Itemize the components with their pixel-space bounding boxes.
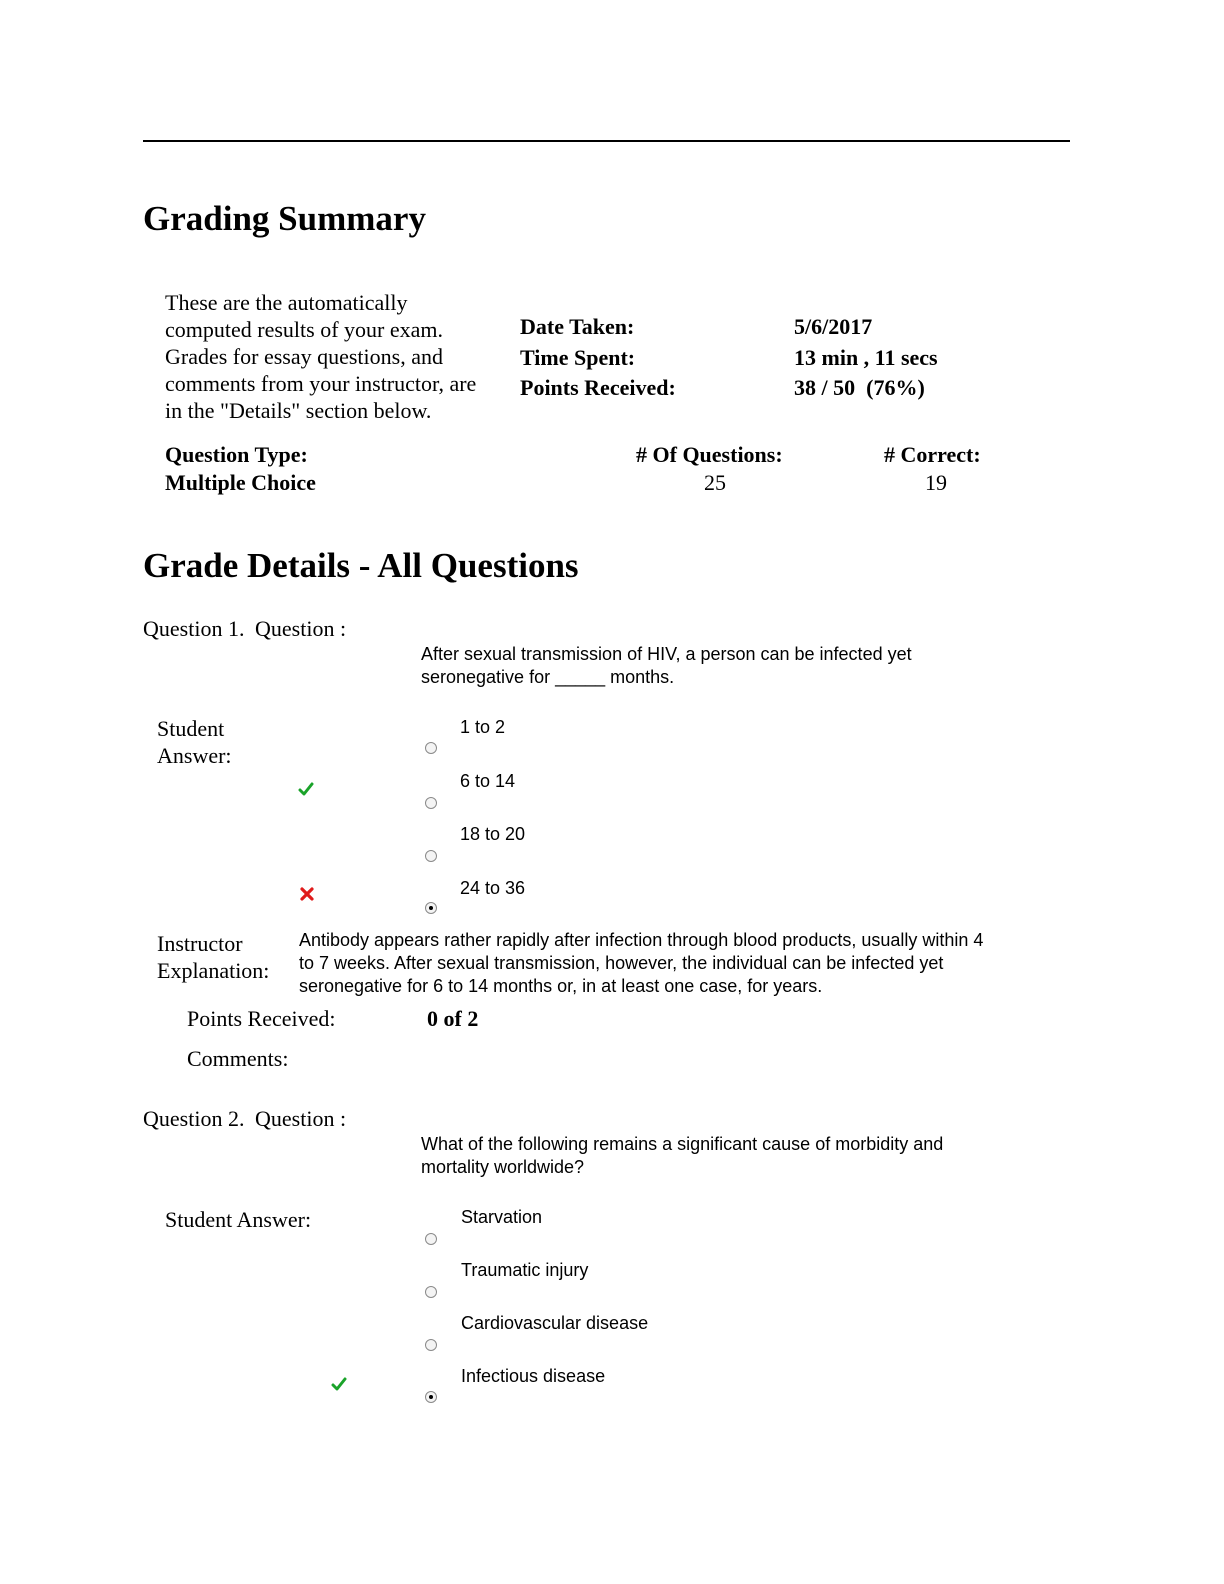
answer-option: 6 to 14 [460, 771, 516, 791]
student-answer-label: Student Answer: [165, 1207, 312, 1232]
instructor-explanation-line: to 7 weeks. After sexual transmission, h… [299, 953, 944, 973]
cross-icon [300, 887, 314, 901]
instructor-explanation: Antibody appears rather rapidly after in… [299, 929, 1069, 998]
question-type-header: Question Type: [165, 442, 308, 467]
summary-intro: These are the automatically computed res… [165, 289, 510, 424]
question-text-line: seronegative for _____ months. [421, 667, 675, 687]
question-text: After sexual transmission of HIV, a pers… [421, 643, 1061, 689]
grade-details-title: Grade Details - All Questions [143, 546, 579, 585]
radio-button-icon[interactable] [425, 742, 437, 754]
answer-option: Cardiovascular disease [461, 1313, 649, 1333]
answer-option: Infectious disease [461, 1366, 606, 1386]
question-number: Question 2. [143, 1106, 245, 1131]
question-number: Question 1. [143, 616, 245, 641]
question-label: Question : [255, 616, 347, 641]
num-correct-value: 19 [925, 470, 947, 495]
radio-button-icon[interactable] [425, 850, 437, 862]
grading-summary-title: Grading Summary [143, 199, 426, 238]
instructor-explanation-label-line: Instructor [157, 931, 243, 956]
radio-button-icon[interactable] [425, 1391, 437, 1403]
answer-option: 18 to 20 [460, 824, 526, 844]
radio-button-icon[interactable] [425, 1286, 437, 1298]
comments-label: Comments: [187, 1046, 289, 1071]
question-text-line: mortality worldwide? [421, 1157, 585, 1177]
instructor-explanation-label-line: Explanation: [157, 958, 270, 983]
num-questions-header: # Of Questions: [636, 442, 783, 467]
radio-button-icon[interactable] [425, 902, 437, 914]
num-questions-value: 25 [704, 470, 726, 495]
check-icon [298, 782, 314, 796]
student-answer-label-line: Student [157, 716, 225, 741]
points-received-label: Points Received: [187, 1006, 336, 1031]
answer-option: 24 to 36 [460, 878, 526, 898]
question-text: What of the following remains a signific… [421, 1133, 1061, 1179]
instructor-explanation-label: Instructor Explanation: [157, 930, 269, 984]
answer-option: Traumatic injury [461, 1260, 589, 1280]
date-taken-value: 5/6/2017 [794, 314, 873, 339]
summary-intro-line: in the "Details" section below. [165, 398, 432, 423]
answer-option: Starvation [461, 1207, 543, 1227]
radio-button-icon[interactable] [425, 1233, 437, 1245]
check-icon [331, 1377, 347, 1391]
points-received-label: Points Received: [520, 375, 676, 400]
summary-intro-line: These are the automatically [165, 290, 408, 315]
summary-intro-line: Grades for essay questions, and [165, 344, 443, 369]
date-taken-label: Date Taken: [520, 314, 635, 339]
radio-button-icon[interactable] [425, 797, 437, 809]
summary-intro-line: comments from your instructor, are [165, 371, 477, 396]
question-text-line: After sexual transmission of HIV, a pers… [421, 644, 912, 664]
answer-option: 1 to 2 [460, 717, 506, 737]
time-spent-label: Time Spent: [520, 345, 636, 370]
num-correct-header: # Correct: [884, 442, 981, 467]
instructor-explanation-line: seronegative for 6 to 14 months or, in a… [299, 976, 823, 996]
points-received-value: 38 / 50 (76%) [794, 375, 925, 400]
question-text-line: What of the following remains a signific… [421, 1134, 944, 1154]
instructor-explanation-line: Antibody appears rather rapidly after in… [299, 930, 984, 950]
student-answer-label-line: Answer: [157, 743, 232, 768]
top-divider [143, 140, 1070, 142]
student-answer-label: Student Answer: [157, 715, 232, 769]
question-label: Question : [255, 1106, 347, 1131]
points-received-value: 0 of 2 [427, 1006, 479, 1031]
radio-button-icon[interactable] [425, 1339, 437, 1351]
time-spent-value: 13 min , 11 secs [794, 345, 938, 370]
question-type-value: Multiple Choice [165, 470, 316, 495]
summary-intro-line: computed results of your exam. [165, 317, 443, 342]
